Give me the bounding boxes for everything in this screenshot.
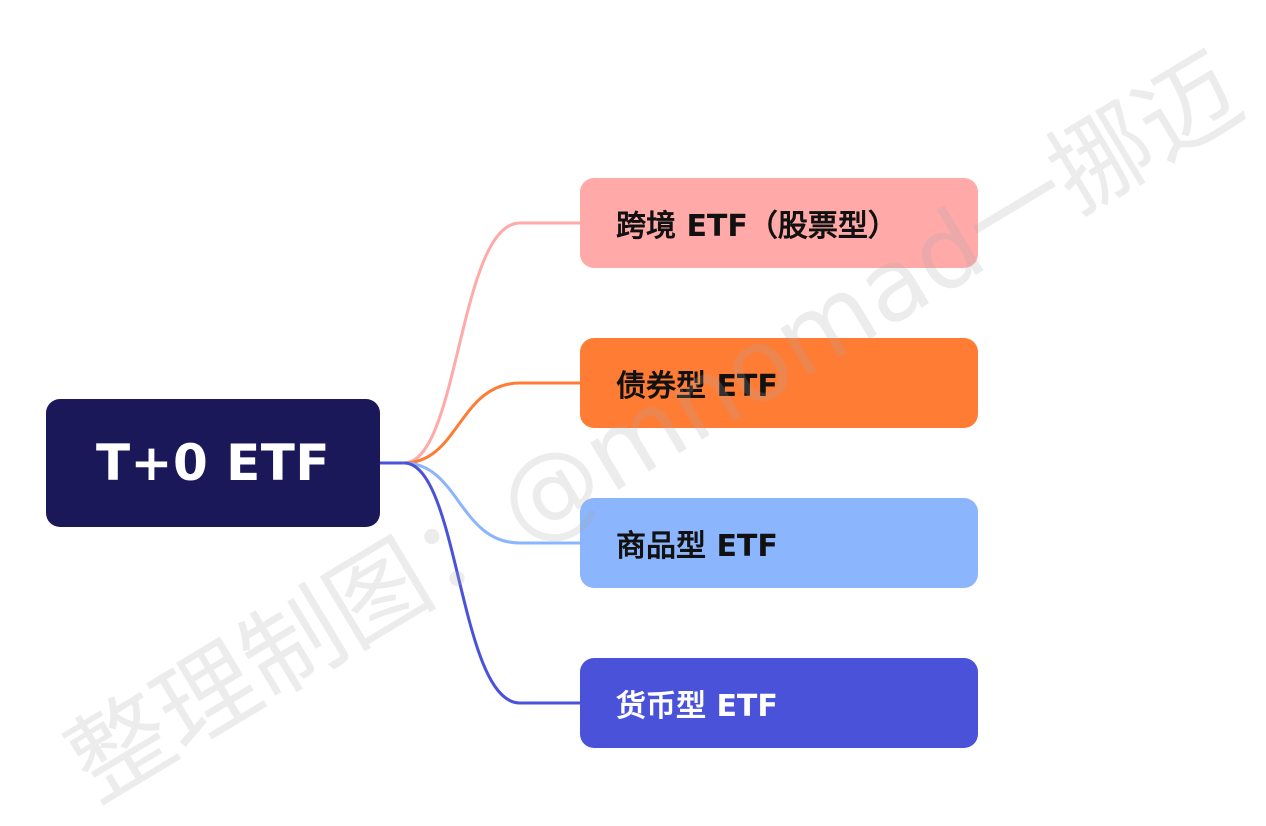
root-node-label: T+0 ETF: [95, 434, 331, 492]
branch-node-label: 货币型 ETF: [616, 689, 778, 724]
branch-node-money-market-etf[interactable]: 货币型 ETF: [580, 658, 978, 748]
branch-node-label: 跨境 ETF（股票型）: [616, 209, 898, 244]
connector-line-1: [402, 381, 582, 465]
connector-line-0: [402, 221, 582, 465]
branch-node-label: 商品型 ETF: [616, 529, 778, 564]
connector-line-2: [402, 461, 582, 545]
connector-line-3: [402, 461, 582, 705]
branch-node-label: 债券型 ETF: [616, 369, 778, 404]
branch-node-bond-etf[interactable]: 债券型 ETF: [580, 338, 978, 428]
branch-node-cross-border-etf[interactable]: 跨境 ETF（股票型）: [580, 178, 978, 268]
branch-node-commodity-etf[interactable]: 商品型 ETF: [580, 498, 978, 588]
root-node[interactable]: T+0 ETF: [46, 399, 380, 527]
